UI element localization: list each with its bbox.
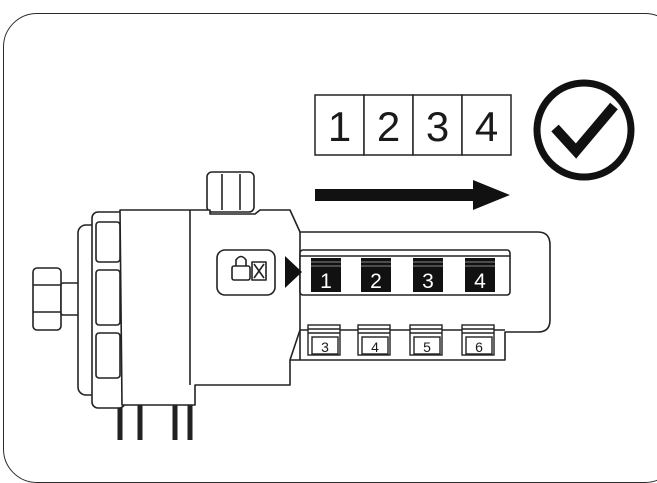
arrow-right-icon	[315, 180, 510, 210]
code-box-2	[363, 94, 414, 156]
checkmark-circle-icon	[533, 79, 635, 181]
code-display: 1 2 3 4	[314, 94, 512, 156]
code-digit-1: 1	[328, 103, 351, 150]
wheel-4: 4	[465, 258, 495, 293]
lower-wheel-6: 6	[461, 324, 495, 356]
lock-side-bolt	[32, 267, 62, 331]
wheel-3: 3	[413, 258, 443, 293]
lower-wheel-3: 3	[307, 324, 341, 356]
lower-wheel-3-digit: 3	[321, 339, 329, 355]
lower-wheel-5: 5	[409, 324, 443, 356]
wheel-1-digit: 1	[320, 270, 332, 293]
code-digit-3: 3	[426, 103, 449, 150]
lock-barrel	[119, 209, 551, 406]
lock-body	[32, 171, 551, 440]
wheel-2: 2	[361, 258, 391, 293]
lower-wheel-4: 4	[357, 324, 391, 356]
wheel-2-digit: 2	[370, 270, 382, 293]
wheel-4-digit: 4	[474, 270, 486, 293]
active-wheels: 1 2 3 4	[311, 258, 495, 293]
code-digit-4: 4	[475, 103, 498, 150]
lower-wheel-6-digit: 6	[475, 339, 483, 355]
lock-top-knob	[206, 171, 255, 213]
triangle-pointer-icon	[285, 256, 302, 288]
lower-wheel-5-digit: 5	[423, 339, 431, 355]
wheel-1: 1	[311, 258, 341, 293]
lower-wheel-4-digit: 4	[371, 339, 379, 355]
code-box-3	[412, 94, 463, 156]
wheel-3-digit: 3	[422, 270, 434, 293]
code-digit-2: 2	[377, 103, 400, 150]
lower-wheels: 3 4 5 6	[307, 324, 495, 356]
code-box-4	[461, 94, 512, 156]
